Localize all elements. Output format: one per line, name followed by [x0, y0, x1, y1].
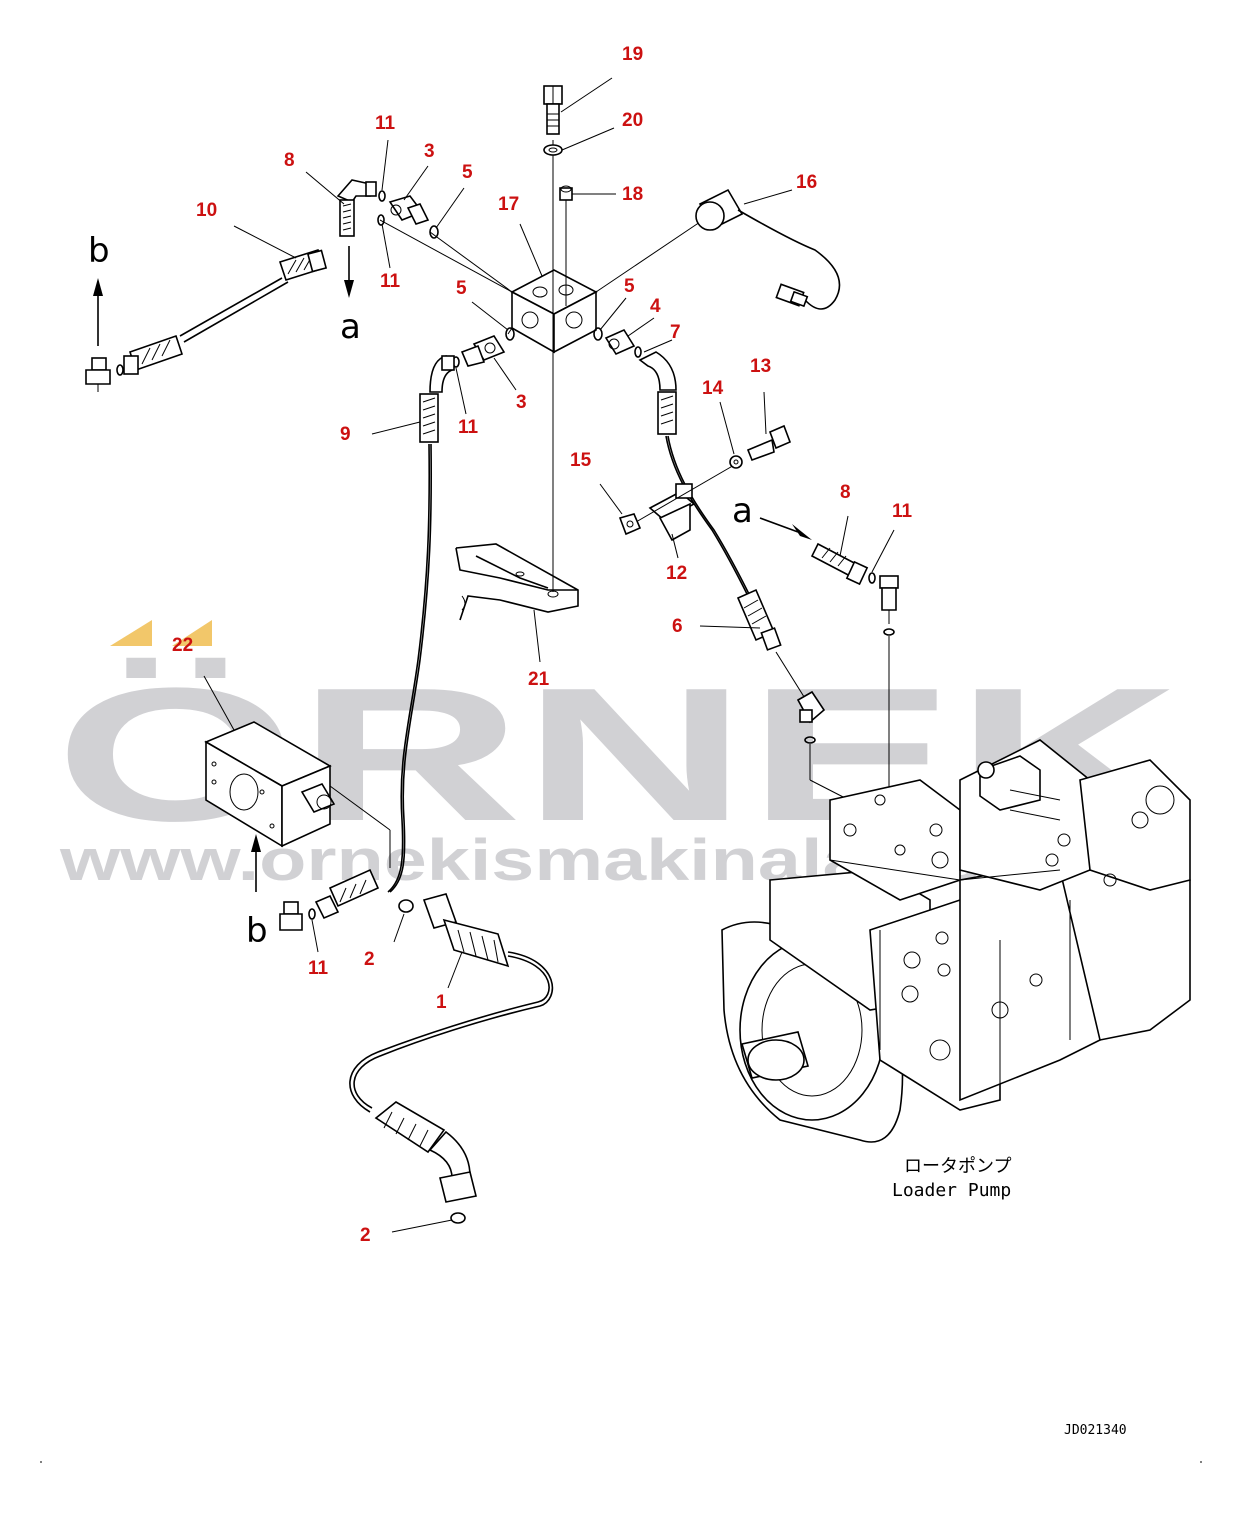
callout-16: 16 — [796, 172, 817, 193]
callout-21: 21 — [528, 669, 550, 690]
hose-8-right — [810, 542, 869, 586]
view-marker-b-lower: b — [246, 911, 268, 951]
callout-12: 12 — [666, 563, 687, 584]
elbow-hose-9 — [387, 355, 455, 893]
callout-9: 9 — [340, 424, 351, 445]
callout-5-b: 5 — [456, 278, 467, 299]
bolt-13 — [746, 424, 792, 462]
callout-22: 22 — [172, 635, 193, 656]
o-ring-2-lower — [450, 1212, 466, 1224]
arrow-from-a-right — [759, 517, 812, 540]
view-marker-a-right: a — [732, 491, 753, 531]
o-ring-11-lower — [308, 908, 316, 920]
washer-20 — [543, 144, 563, 156]
callout-11-b: 11 — [380, 271, 401, 292]
o-ring-lower-left — [116, 364, 124, 376]
o-ring-2-upper — [398, 899, 414, 913]
callout-1: 1 — [436, 992, 447, 1013]
callout-11-e: 11 — [308, 958, 329, 979]
watermark-accent-right — [172, 620, 212, 646]
arrow-to-a-top — [344, 246, 354, 298]
pressure-sensor-16 — [595, 188, 841, 310]
adapter-3-left — [460, 335, 506, 367]
leader-lines — [203, 77, 895, 1233]
elbow-hose-right — [638, 351, 751, 597]
arrow-to-b-top — [93, 278, 103, 346]
callout-6: 6 — [672, 616, 683, 637]
callout-19: 19 — [622, 44, 643, 65]
block-22 — [204, 721, 391, 868]
callout-2-a: 2 — [364, 949, 375, 970]
view-markers: b a a b — [88, 231, 753, 951]
fitting-b-upper — [85, 357, 111, 392]
o-ring-11-right — [868, 572, 876, 584]
callout-3-b: 3 — [516, 392, 527, 413]
arrow-to-b-lower — [251, 834, 261, 892]
o-ring-11-upper-a — [378, 190, 386, 202]
fitting-b-lower — [279, 901, 303, 931]
o-ring-5-right — [593, 327, 603, 341]
callout-8-a: 8 — [284, 150, 295, 171]
callout-15: 15 — [570, 450, 592, 471]
callout-4: 4 — [650, 296, 661, 317]
hose-6 — [736, 588, 807, 701]
manifold-block — [510, 269, 598, 354]
fitting-right — [879, 575, 899, 624]
adapter-4 — [604, 328, 636, 356]
pump-label-english: Loader Pump — [892, 1180, 1011, 1201]
nut-15 — [618, 513, 642, 536]
o-ring-5-upper — [429, 225, 439, 239]
callout-20: 20 — [622, 110, 643, 131]
elbow-hose-8-upper — [336, 179, 377, 237]
o-ring-7 — [634, 346, 642, 358]
clamp-12 — [648, 483, 696, 542]
elbow-fitting-lower-right — [796, 690, 826, 724]
callout-13: 13 — [750, 356, 771, 377]
callout-2-b: 2 — [360, 1225, 371, 1246]
callout-8-b: 8 — [840, 482, 851, 503]
nut-18 — [559, 185, 573, 201]
view-marker-a-top: a — [340, 307, 361, 347]
o-ring-11-upper-b — [377, 214, 385, 226]
document-id: JD021340 — [1064, 1423, 1127, 1438]
callouts: 19 20 18 16 17 11 8 3 5 10 11 5 5 4 7 3 … — [172, 44, 913, 1246]
o-ring-5-left — [505, 327, 515, 341]
watermark-accent-left — [110, 620, 152, 646]
callout-11-d: 11 — [892, 501, 913, 522]
bracket-21 — [455, 543, 579, 621]
callout-18: 18 — [622, 184, 643, 205]
view-marker-b-top: b — [88, 231, 110, 271]
callout-5-c: 5 — [624, 276, 635, 297]
callout-7: 7 — [670, 322, 681, 343]
loader-pump — [721, 739, 1191, 1143]
callout-10: 10 — [196, 200, 217, 221]
callout-11-c: 11 — [458, 417, 479, 438]
hose-10 — [123, 249, 328, 375]
callout-5-a: 5 — [462, 162, 473, 183]
hose-lower-left-end — [314, 868, 380, 920]
callout-11-a: 11 — [375, 113, 396, 134]
pump-label-japanese: ロータポンプ — [904, 1156, 1011, 1177]
hose-1 — [349, 893, 554, 1203]
callout-3-a: 3 — [424, 141, 435, 162]
callout-14: 14 — [702, 378, 724, 399]
adapter-3-upper — [388, 195, 430, 225]
washer-14 — [729, 455, 743, 469]
bolt-19 — [543, 85, 563, 135]
pump-label: ロータポンプ Loader Pump — [892, 1156, 1011, 1201]
callout-17: 17 — [498, 194, 519, 215]
